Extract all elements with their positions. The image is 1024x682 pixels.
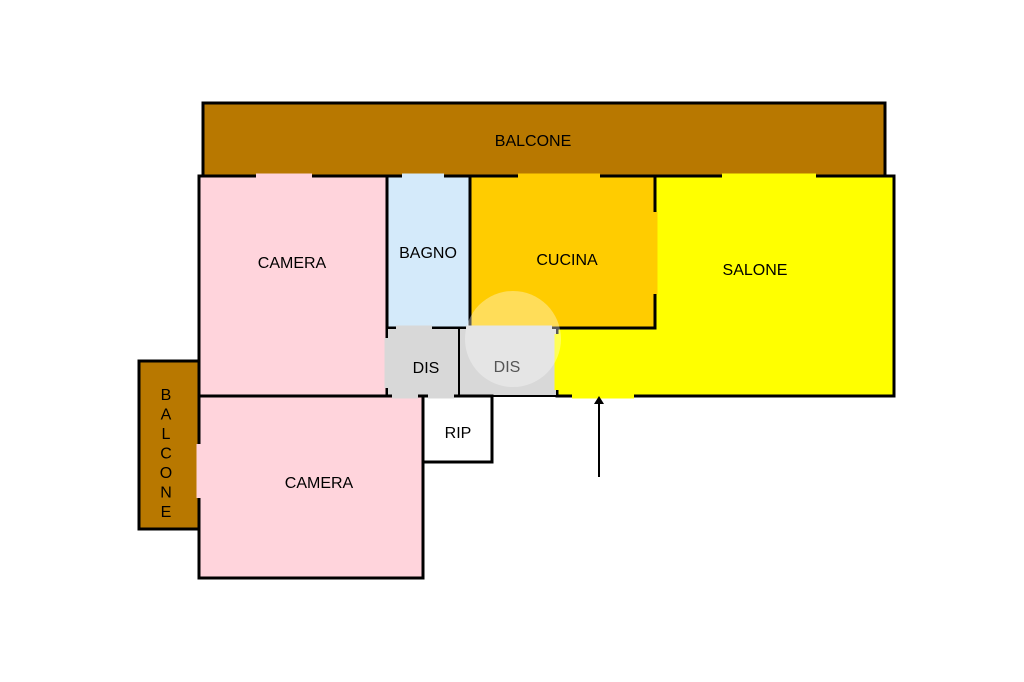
entrance-arrow-icon <box>594 396 604 477</box>
dis-left-label: DIS <box>413 360 440 377</box>
camera-bottom-label: CAMERA <box>285 475 354 492</box>
rip-label: RIP <box>445 425 472 442</box>
camera-bottom-area <box>197 394 425 580</box>
bagno-label: BAGNO <box>399 245 457 262</box>
balcone-side-area <box>137 359 201 531</box>
door-openings <box>196 173 816 498</box>
camera-top-area <box>197 174 389 398</box>
cucina-label: CUCINA <box>536 252 598 269</box>
balcone-top-label: BALCONE <box>495 133 571 150</box>
balcone-top-area <box>201 101 887 178</box>
dis-right-area <box>458 327 558 397</box>
house-watermark-icon <box>465 291 561 387</box>
dis-right-label: DIS <box>494 359 521 376</box>
rip-area <box>421 394 494 464</box>
salone-label: SALONE <box>723 262 788 279</box>
camera-top-label: CAMERA <box>258 255 327 272</box>
